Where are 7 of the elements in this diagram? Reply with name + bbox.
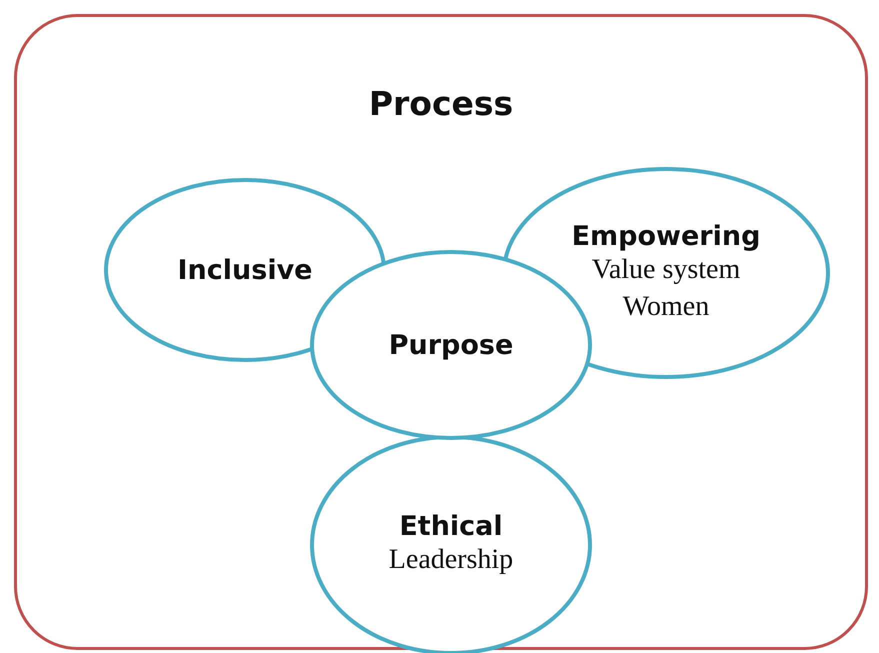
body-text: Value system Women: [590, 253, 742, 324]
heading-text: Inclusive: [178, 254, 312, 286]
heading-text: Empowering: [572, 221, 760, 252]
body-text: Leadership: [388, 543, 514, 578]
heading-text: Purpose: [388, 330, 514, 360]
heading-text: Ethical: [399, 511, 503, 542]
heading-text: Process: [368, 84, 514, 123]
